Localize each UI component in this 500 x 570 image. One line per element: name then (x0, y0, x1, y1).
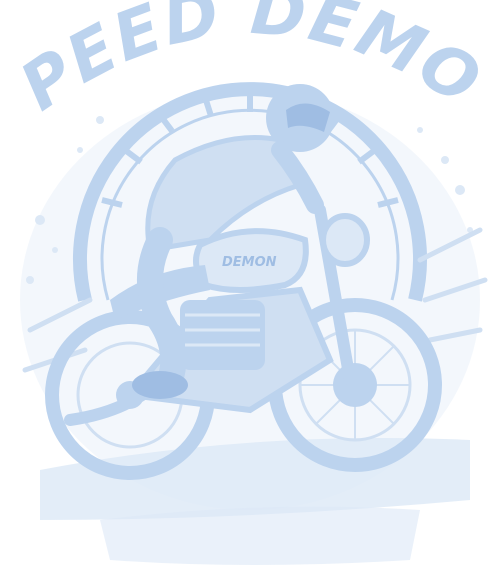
engine (180, 300, 265, 370)
rider-icon (132, 84, 334, 399)
rider-leg (137, 227, 187, 393)
speedometer-icon (73, 82, 427, 302)
headlight (320, 213, 370, 267)
tank-label: DEMON (222, 255, 277, 270)
rider-torso (145, 135, 304, 253)
